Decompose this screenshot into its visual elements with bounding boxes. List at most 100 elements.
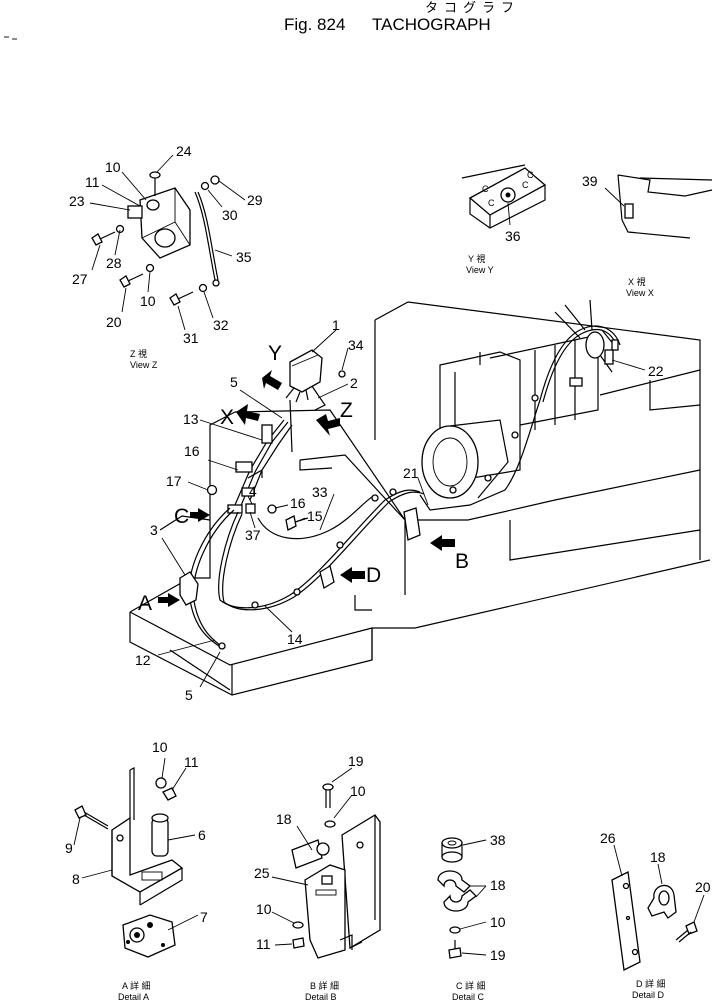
callout-23: 23 [69,193,85,209]
fig-title: TACHOGRAPH [372,15,491,34]
callout-18-d: 18 [650,849,666,865]
callout-10-za: 10 [140,293,156,309]
callout-14: 14 [287,631,303,647]
callout-12: 12 [135,652,151,668]
callout-11-b: 11 [256,936,271,952]
arrow-y [262,370,282,390]
view-letter-x: X [220,406,234,429]
detail-c-drawing [437,837,487,959]
callout-11-a: 11 [184,754,199,770]
callout-29: 29 [247,192,263,208]
callout-26: 26 [600,830,616,846]
arrow-z [316,414,340,436]
view-z-caption-en: View Z [130,360,158,370]
callout-13: 13 [183,411,199,427]
bracket-hole [154,228,176,248]
plate-mark-c-2: C [488,198,495,208]
callout-10-c: 10 [490,914,506,930]
view-letter-d: D [366,564,381,587]
callout-4: 4 [249,483,257,499]
callout-9: 9 [65,840,73,856]
callout-30: 30 [222,207,238,223]
view-letter-c: C [174,505,189,528]
callout-7: 7 [200,909,208,925]
callout-32: 32 [213,317,229,333]
view-letter-b: B [455,550,469,573]
view-letter-y: Y [268,342,282,365]
callout-10-z: 10 [105,159,121,175]
callout-34: 34 [348,337,364,353]
header-kana: タコグラフ [425,1,520,16]
callout-36: 36 [505,228,521,244]
callout-15: 15 [307,508,323,524]
callout-27: 27 [72,271,88,287]
detail-a-bracket [111,816,184,893]
engine-fan [554,299,615,373]
arrow-d [340,567,365,583]
view-y-drawing [461,164,547,229]
detail-b-caption-en: Detail B [305,992,337,1002]
detail-d-drawing [611,844,705,971]
plate-mark-c-1: C [482,184,489,194]
arrow-a [158,593,180,607]
view-z-caption-jp: Z 視 [130,348,147,359]
callout-1: 1 [332,317,340,333]
callout-10-a: 10 [152,739,168,755]
view-letter-a: A [138,592,152,615]
plate-mark-c-3: C [522,180,529,190]
callout-33: 33 [312,484,328,500]
tachograph-unit [289,349,323,393]
callout-20-d: 20 [695,879,711,895]
callout-20-z: 20 [106,314,122,330]
arrow-x [236,404,260,425]
detail-d-caption-en: Detail D [632,990,665,1000]
detail-d-strip [611,871,641,971]
tachograph-assembly [179,325,621,650]
callout-18-b: 18 [276,811,292,827]
detail-d-caption-jp: D 詳 細 [636,978,666,989]
plate-mark-c-4: C [527,170,534,180]
callout-5-upper: 5 [230,374,238,390]
detail-a-caption-en: Detail A [118,992,149,1002]
detail-c-clamp-lower [443,889,477,912]
arrow-c [190,508,210,522]
callout-8: 8 [72,871,80,887]
callout-19-b: 19 [348,753,364,769]
detail-c-caption-jp: C 詳 細 [456,980,486,991]
view-x-drawing [604,174,713,239]
callout-24: 24 [176,143,192,159]
detail-c-caption-en: Detail C [452,992,485,1002]
view-x-clip [624,203,634,219]
fig-label: Fig. 824 [284,15,345,34]
view-z-drawing [91,171,220,306]
callout-16-left: 16 [184,443,200,459]
corner-mark [4,36,17,40]
callout-11-z: 11 [85,174,100,190]
view-x-caption-jp: X 視 [628,276,646,287]
view-letter-z: Z [340,399,353,422]
callout-37: 37 [245,527,261,543]
callout-21: 21 [403,465,419,481]
callout-6: 6 [198,827,206,843]
detail-b-plate [341,814,381,950]
callout-17: 17 [166,473,182,489]
callout-31: 31 [183,330,199,346]
callout-18-c: 18 [490,877,506,893]
view-y-caption-en: View Y [466,265,494,275]
callout-22: 22 [648,363,664,379]
view-y-caption-jp: Y 視 [468,253,485,264]
machine-body [129,299,711,696]
callout-28: 28 [106,255,122,271]
detail-a-caption-jp: A 詳 細 [122,980,151,991]
view-arrows [158,370,455,607]
callout-10-bb: 10 [256,901,272,917]
callout-35: 35 [236,249,252,265]
callout-25: 25 [254,865,270,881]
callout-19-c: 19 [490,947,506,963]
detail-b-drawing [271,767,381,959]
detail-a-drawing [73,757,199,958]
detail-c-clamp-upper [437,870,471,893]
callout-2: 2 [350,375,358,391]
view-z-leaders [89,154,246,331]
